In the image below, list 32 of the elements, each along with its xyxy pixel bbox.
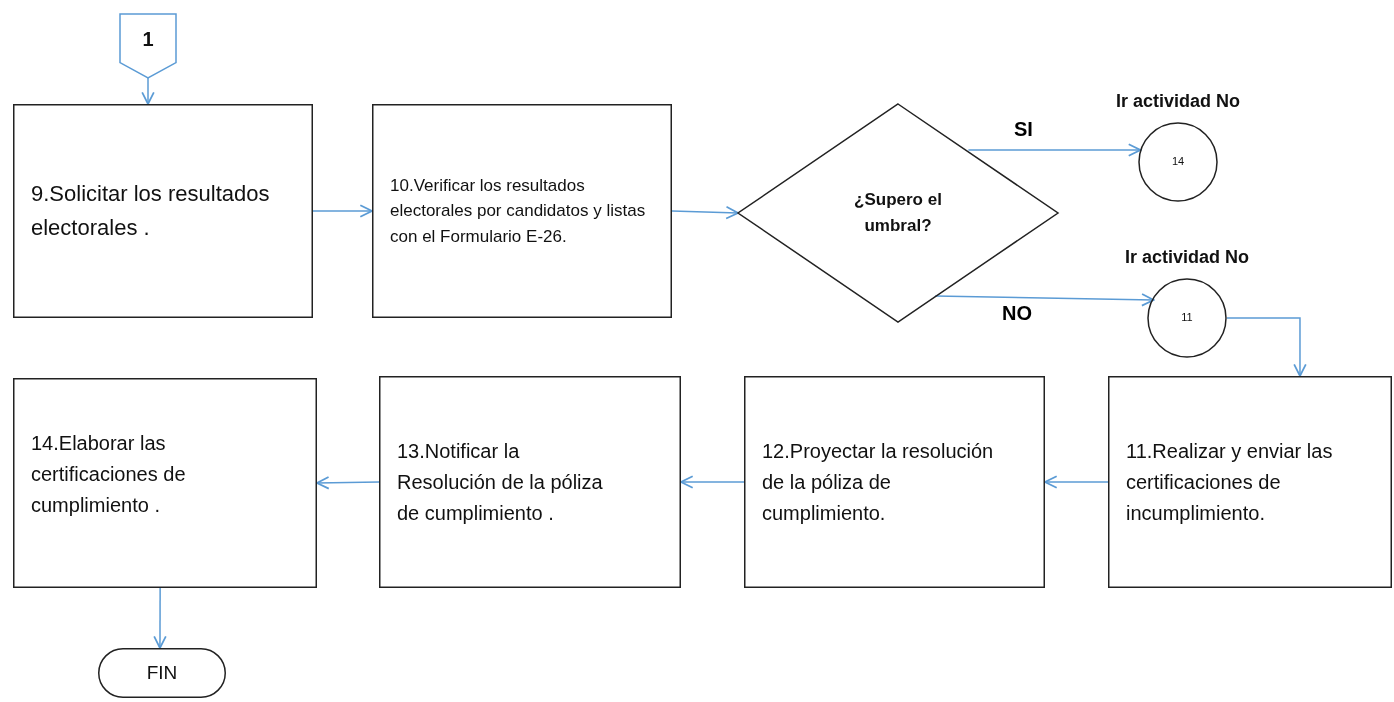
process-box (1108, 376, 1392, 588)
node-caption: Ir actividad No (1116, 90, 1240, 114)
arrow (671, 205, 739, 220)
arrow (680, 475, 745, 489)
process-box (744, 376, 1045, 588)
node-text: 12.Proyectar la resolución de la póliza de cumplimiento. (762, 438, 995, 526)
arrow (153, 587, 167, 649)
process-box (379, 376, 681, 588)
arrow (967, 143, 1142, 157)
node-text: 1 (141, 26, 155, 52)
decision-diamond (738, 104, 1058, 322)
node-text: 13.Notificar la Resolución de la póliza de cumplimiento . (397, 438, 604, 526)
process-box (372, 104, 672, 318)
node-text: 10.Verificar los resultados electorales por candidatos y listas con el Formulario E-26. (390, 174, 647, 248)
arrow (934, 293, 1155, 307)
process-box (13, 104, 313, 318)
off-page-connector (120, 14, 176, 78)
arrow (141, 77, 155, 105)
arrow (1044, 475, 1109, 489)
node-text: 14.Elaborar las certificaciones de cumplimiento . (31, 431, 187, 518)
terminator (98, 648, 226, 698)
arrow (1226, 317, 1307, 377)
node-text: 11.Realizar y enviar las certificaciones de incumplimiento. (1126, 438, 1334, 526)
activity-number: 14 (1170, 154, 1186, 170)
activity-number: 11 (1180, 310, 1194, 326)
arrow (312, 204, 373, 218)
arrow (316, 476, 380, 490)
node-text: FIN (145, 661, 179, 686)
node-text: ¿Supero el umbral? (853, 188, 943, 237)
node-caption: Ir actividad No (1125, 246, 1249, 270)
node-text: 9.Solicitar los resultados electorales . (31, 179, 271, 242)
process-box (13, 378, 317, 588)
